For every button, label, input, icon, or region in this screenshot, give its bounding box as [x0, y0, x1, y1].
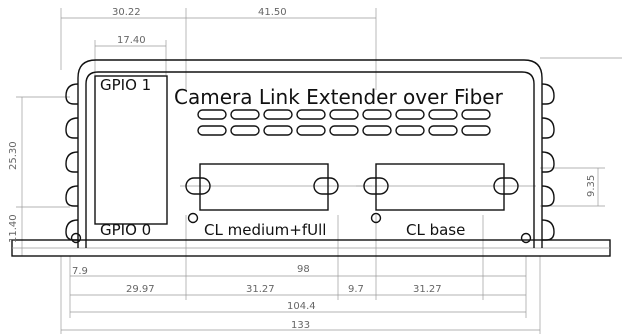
dim-11-40: 11.40 [8, 214, 19, 243]
mounting-slots [70, 177, 532, 244]
dim-31-27-a: 31.27 [246, 284, 275, 295]
connector-cl-base [375, 163, 505, 211]
dim-7-9: 7.9 [72, 266, 88, 277]
dim-98: 98 [297, 264, 310, 275]
dim-31-27-b: 31.27 [413, 284, 442, 295]
vent-slots [197, 109, 491, 136]
dimension-lines [16, 8, 622, 334]
dim-9-7: 9.7 [348, 284, 364, 295]
dim-9-35: 9.35 [586, 175, 597, 197]
enclosure-body [65, 59, 555, 248]
dim-17-40: 17.40 [117, 35, 146, 46]
dim-25-30: 25.30 [8, 141, 19, 170]
dim-104-4: 104.4 [287, 301, 316, 312]
dim-133: 133 [291, 320, 310, 331]
gpio0-label: GPIO 0 [100, 221, 151, 239]
dim-41-50: 41.50 [258, 7, 287, 18]
base-flange [11, 239, 611, 257]
gpio-panel [94, 75, 168, 225]
connector-cl-medium [199, 163, 329, 211]
dim-30-22: 30.22 [112, 7, 141, 18]
device-title: Camera Link Extender over Fiber [174, 85, 504, 109]
cl-medium-label: CL medium+fUll [204, 221, 326, 239]
dim-29-97: 29.97 [126, 284, 155, 295]
gpio1-label: GPIO 1 [100, 76, 151, 94]
cl-base-label: CL base [406, 221, 465, 239]
